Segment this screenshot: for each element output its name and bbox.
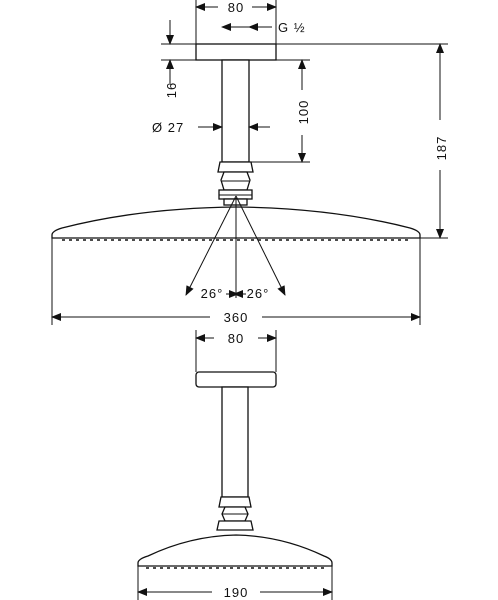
side-dim-plate-width-label: 80	[228, 331, 244, 346]
ceiling-plate	[195, 43, 277, 61]
dim-plate-height-label: 16	[164, 82, 179, 98]
dim-pipe-diameter-label: Ø 27	[152, 120, 184, 135]
side-dim-head-depth-label: 190	[224, 585, 249, 600]
front-view: 80 G ½ 16 100 Ø 27 187 26° 26°	[51, 0, 449, 325]
side-pipe	[221, 386, 249, 498]
dim-plate-width-label: 80	[228, 0, 244, 15]
dim-thread-label: G ½	[278, 20, 306, 35]
dim-tilt-left-label: 26°	[201, 286, 224, 301]
pipe-collar	[217, 161, 254, 173]
dim-tilt-right-label: 26°	[247, 286, 270, 301]
side-shower-head	[137, 534, 333, 567]
dim-total-height-label: 187	[434, 136, 449, 161]
pipe	[221, 59, 250, 163]
side-joint	[218, 496, 252, 508]
dim-pipe-length-label: 100	[296, 100, 311, 125]
side-ceiling-plate	[195, 371, 277, 388]
side-view: 80 190	[137, 330, 333, 600]
dim-head-width-label: 360	[224, 310, 249, 325]
